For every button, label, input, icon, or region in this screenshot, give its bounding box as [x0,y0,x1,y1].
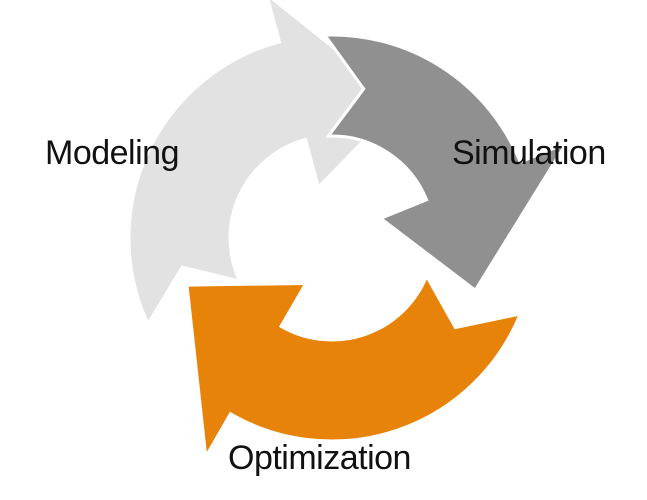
modeling-label: Modeling [45,134,179,172]
simulation-label: Simulation [452,134,606,172]
modeling-arrow [127,0,404,327]
optimization-label: Optimization [228,439,411,477]
optimization-arrow [185,272,523,462]
simulation-arrow [322,33,570,293]
